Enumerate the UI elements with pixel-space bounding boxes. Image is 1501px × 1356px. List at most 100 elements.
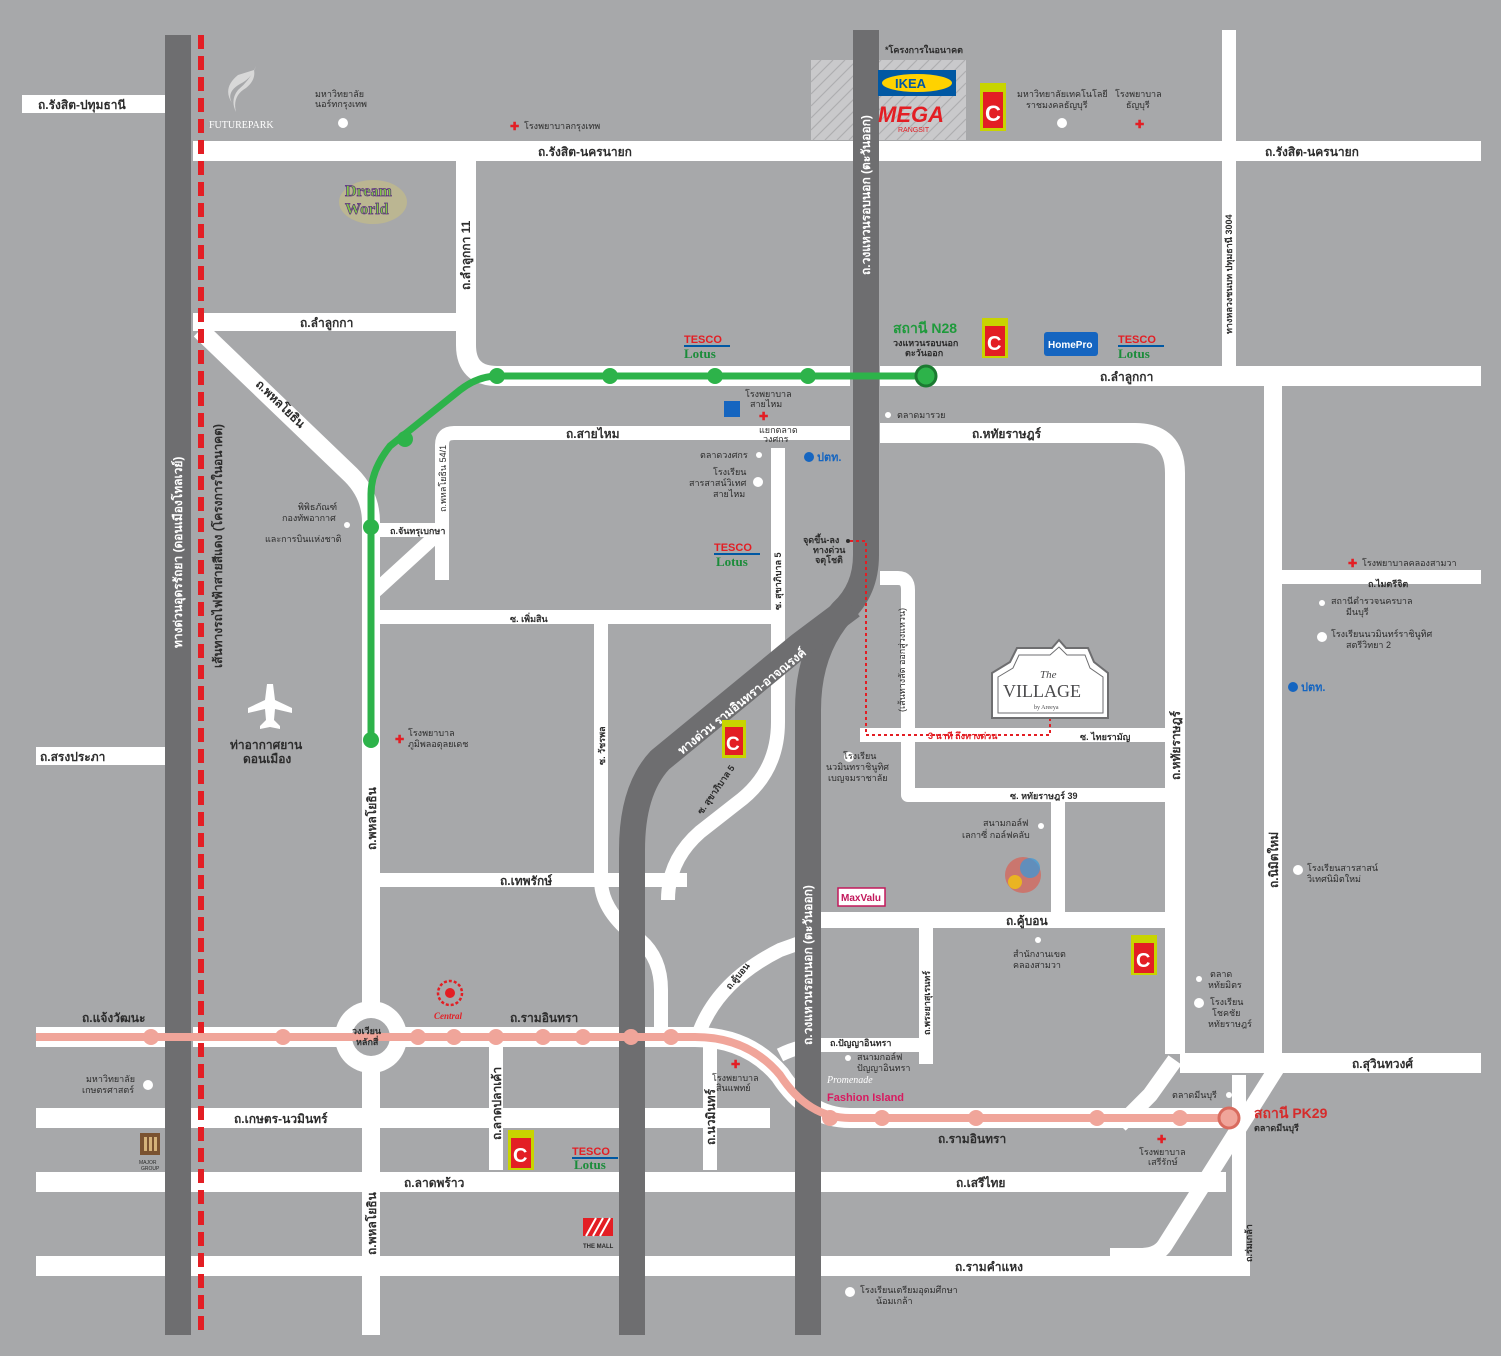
pink-station-pk29 <box>1217 1106 1241 1130</box>
airplane-icon <box>248 684 292 729</box>
pink-station <box>575 1029 591 1045</box>
label-thepharak: ถ.เทพรักษ์ <box>500 874 552 888</box>
svg-text:by Areeya: by Areeya <box>1034 705 1059 711</box>
pink-station <box>1172 1110 1188 1126</box>
green-station <box>602 368 618 384</box>
the-mall-logo: THE MALL <box>583 1217 614 1250</box>
promenade-text: Promenade <box>826 1075 873 1086</box>
svg-text:Lotus: Lotus <box>574 1157 606 1172</box>
label-rom-klao: ถ.ร่มเกล้า <box>1244 1224 1254 1262</box>
svg-text:ปตท.: ปตท. <box>1301 681 1325 694</box>
label-lamlukka-e: ถ.ลำลูกกา <box>1100 370 1153 385</box>
bigc-logo: C <box>722 720 746 758</box>
label-hathai-north: ถ.หทัยราษฎร์ <box>972 427 1042 441</box>
circle-laksi-1: วงเวียน <box>352 1026 382 1036</box>
school-icon <box>143 1080 153 1090</box>
road-soi-village <box>880 571 1168 802</box>
bigc-logo: C <box>980 83 1006 131</box>
poi-dot-icon <box>846 539 850 543</box>
poi-dot-icon <box>845 1055 851 1061</box>
school-nawamin-3: เบญจมราชาลัย <box>828 773 888 783</box>
label-soi-thai-ramin: ซ. ไทยรามัญ <box>1080 731 1131 743</box>
label-watcharaphon: ซ. วัชรพล <box>597 726 607 765</box>
district-office-2: คลองสามวา <box>1013 960 1061 970</box>
label-phet-sin: ซ. เพิ่มสิน <box>510 612 549 624</box>
green-station <box>363 732 379 748</box>
exp-entry-1: จุดขึ้น-ลง <box>803 533 839 546</box>
pink-station <box>275 1029 291 1045</box>
school-chokchai-3: หทัยราษฎร์ <box>1208 1018 1252 1029</box>
green-station <box>397 431 413 447</box>
svg-text:THE MALL: THE MALL <box>583 1244 614 1250</box>
label-phahon-s: ถ.พหลโยธิน <box>364 1191 379 1255</box>
school-icon <box>844 752 854 762</box>
school-saraswati-1: โรงเรียน <box>713 467 746 477</box>
station-n28: สถานี N28 วงแหวนรอบนอก ตะวันออก <box>893 320 958 358</box>
label-chaengwattana: ถ.แจ้งวัฒนะ <box>82 1011 145 1025</box>
tesco-lotus-logo: TESCO Lotus <box>714 542 760 569</box>
pink-station <box>410 1029 426 1045</box>
bigc-logo: C <box>1131 935 1157 975</box>
label-ring-road: ถ.วงแหวนรอบนอก (ตะวันออก) <box>859 115 873 275</box>
green-station <box>363 519 379 535</box>
green-line <box>363 364 938 748</box>
label-ram-khamhaeng: ถ.รามคำแหง <box>955 1260 1023 1274</box>
exp-entry-2: ทางด่วน <box>813 545 846 555</box>
hospital-cross-icon: ✚ <box>1348 558 1357 570</box>
police-1: สถานีตำรวจนครบาล <box>1331 596 1413 606</box>
future-project-note: *โครงการในอนาคต <box>885 44 963 55</box>
mega-sub-text: RANGSIT <box>898 127 930 134</box>
label-lamlukka-11: ถ.ลำลูกกา 11 <box>459 220 474 290</box>
svg-text:C: C <box>726 734 740 755</box>
poi-dot-icon <box>756 452 762 458</box>
golf-legacy-1: สนามกอล์ฟ <box>983 817 1028 828</box>
circle-laksi-2: หลักสี่ <box>356 1035 379 1047</box>
school-icon <box>1293 865 1303 875</box>
mega-text: MEGA <box>878 102 944 127</box>
uni-kasetsart-1: มหาวิทยาลัย <box>86 1074 135 1084</box>
road-chan-diag <box>366 524 447 601</box>
triam-2: น้อมเกล้า <box>876 1296 913 1306</box>
hosp-klongsamwa: โรงพยาบาลคลองสามวา <box>1362 558 1457 568</box>
svg-text:Lotus: Lotus <box>684 346 716 361</box>
label-chan-krungthep: ถ.จันทรุเบกษา <box>390 526 445 537</box>
label-maitri: ถ.ไมตรีจิต <box>1368 578 1408 589</box>
green-station <box>800 368 816 384</box>
hosp-phumiphol-1: โรงพยาบาล <box>408 728 455 738</box>
svg-text:TESCO: TESCO <box>572 1146 610 1158</box>
school-icon <box>1317 632 1327 642</box>
svg-text:C: C <box>1136 950 1150 972</box>
dream-world-logo: Dream World <box>339 180 407 224</box>
golf-legacy-2: เลกาซี่ กอล์ฟคลับ <box>962 828 1030 840</box>
intersection-1: แยกตลาด <box>759 425 798 435</box>
hospital-cross-icon: ✚ <box>731 1059 740 1071</box>
label-lamlukka-w: ถ.ลำลูกกา <box>300 316 353 331</box>
exp-entry-3: จตุโชติ <box>815 554 843 566</box>
green-station <box>707 368 723 384</box>
label-sukhaphiban5-v: ซ. สุขาภิบาล 5 <box>773 552 784 610</box>
station-pk29-sub: ตลาดมีนบุรี <box>1254 1123 1299 1134</box>
school-setthabut-1: โรงเรียนนวมินทร์ราชินูทิศ <box>1331 628 1433 640</box>
ptt-logo: ปตท. <box>804 451 841 464</box>
uni-north-bkk-2: นอร์ทกรุงเทพ <box>315 98 367 110</box>
market-wongsakorn: ตลาดวงศกร <box>700 450 748 460</box>
road-hathai-north <box>880 423 1185 1054</box>
svg-text:TESCO: TESCO <box>714 542 752 554</box>
rmutt-1: มหาวิทยาลัยเทคโนโลยี <box>1017 89 1108 99</box>
golf-panya-1: สนามกอล์ฟ <box>857 1051 902 1062</box>
museum-2: กองทัพอากาศ <box>282 513 336 523</box>
label-lat-pla-khao: ถ.ลาดปลาเค้า <box>490 1067 504 1140</box>
label-phahon-v: ถ.พหลโยธิน <box>364 786 379 850</box>
major-logo: MAJOR GROUP <box>139 1133 160 1172</box>
ptt-logo: ปตท. <box>1288 681 1325 694</box>
school-icon <box>845 1287 855 1297</box>
future-park-logo: FUTUREPARK <box>209 66 274 131</box>
market-marui: ตลาดมารวย <box>897 410 945 420</box>
rmutt-2: ราชมงคลธัญบุรี <box>1026 100 1088 111</box>
svg-text:The: The <box>1040 669 1057 681</box>
school-icon <box>1057 118 1067 128</box>
future-park-text: FUTUREPARK <box>209 120 274 131</box>
svg-text:ปตท.: ปตท. <box>817 451 841 464</box>
station-pk29-title: สถานี PK29 <box>1254 1105 1328 1121</box>
